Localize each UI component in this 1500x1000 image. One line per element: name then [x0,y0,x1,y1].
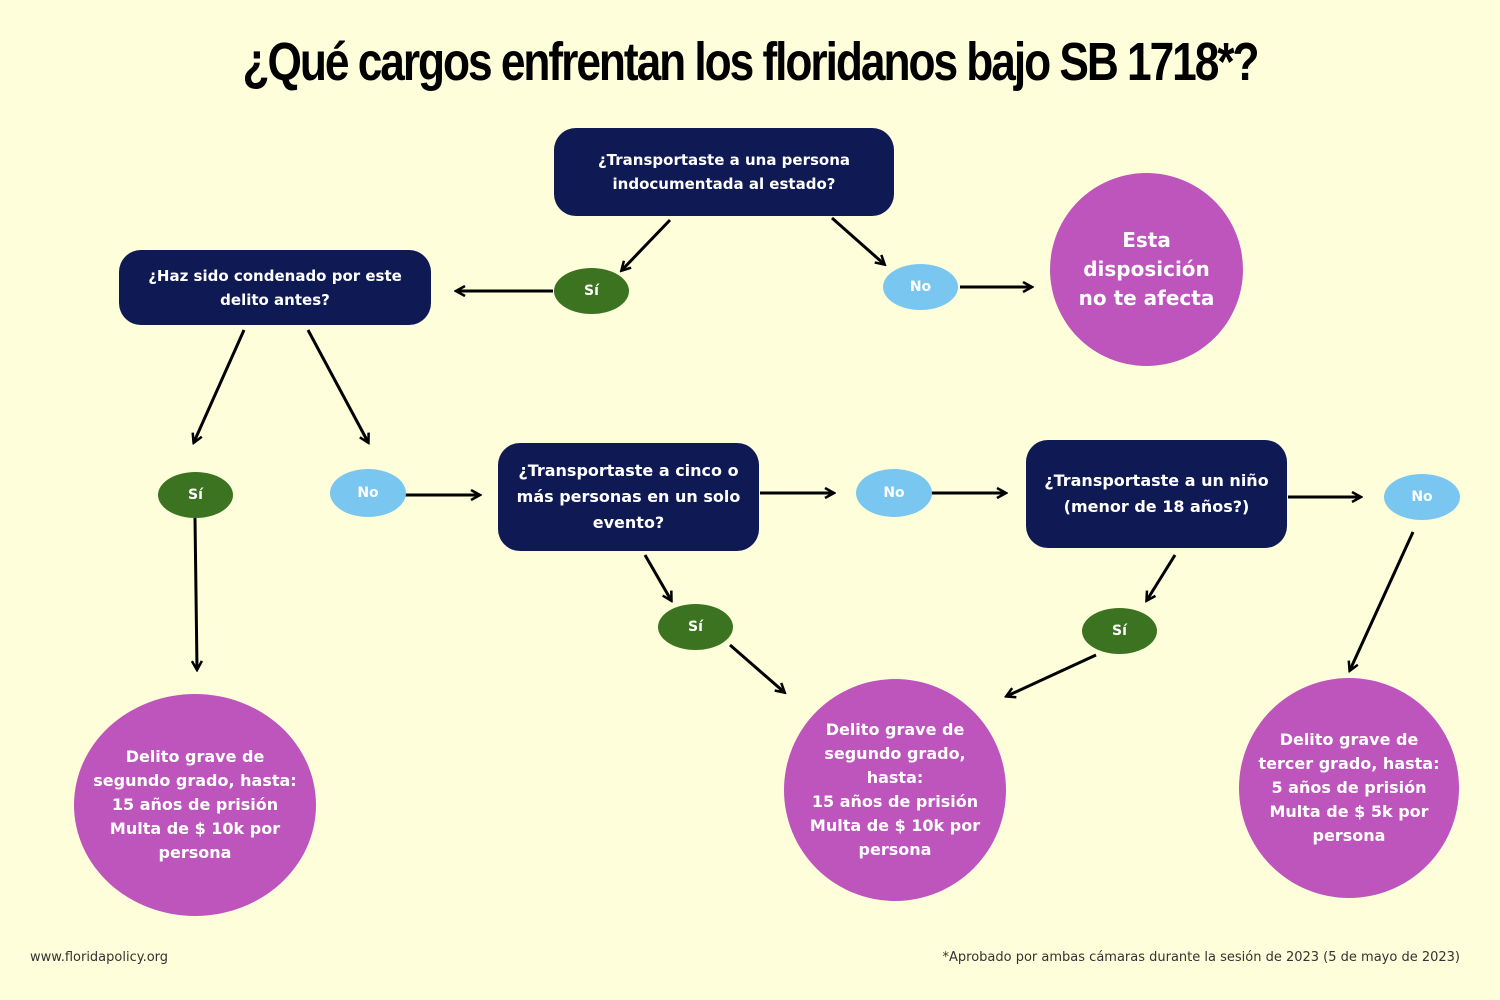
footnote: *Aprobado por ambas cámaras durante la s… [942,950,1460,965]
question-transport-undocumented: ¿Transportaste a una persona indocumenta… [554,128,894,216]
no-oval-child: No [1384,474,1460,520]
arrow-five-to-yes [643,554,671,600]
arrow-convicted-to-yes [194,329,246,442]
yes-oval-child: Sí [1082,608,1157,654]
arrow-yes-to-second-degree-b2 [1007,653,1097,696]
arrow-transport-to-no [831,216,884,264]
question-five-or-more: ¿Transportaste a cinco o más personas en… [498,443,759,551]
website-link[interactable]: www.floridapolicy.org [30,950,169,965]
page-title: ¿Qué cargos enfrentan los floridanos baj… [242,32,1259,92]
question-child: ¿Transportaste a un niño (menor de 18 añ… [1026,440,1287,548]
outcome-not-affected: Esta disposición no te afecta [1050,173,1243,366]
arrow-yes-to-second-degree-a [195,517,197,669]
arrow-child-to-yes [1147,554,1177,600]
question-convicted-before: ¿Haz sido condenado por este delito ante… [119,250,431,325]
arrow-yes-to-second-degree-b1 [729,643,784,692]
no-oval-five: No [856,469,932,517]
yes-oval-transport: Sí [554,268,629,314]
no-oval-convicted: No [330,469,406,517]
outcome-second-degree-repeat: Delito grave de segundo grado, hasta: 15… [74,694,316,916]
outcome-second-degree-multiple: Delito grave de segundo grado, hasta: 15… [784,679,1006,901]
yes-oval-five: Sí [658,604,733,650]
arrow-convicted-to-no [306,329,368,442]
arrow-no-to-third-degree [1350,531,1415,670]
yes-oval-convicted: Sí [158,472,233,518]
outcome-third-degree: Delito grave de tercer grado, hasta: 5 a… [1239,678,1459,898]
arrow-transport-to-yes [622,218,672,270]
no-oval-transport: No [883,264,958,310]
